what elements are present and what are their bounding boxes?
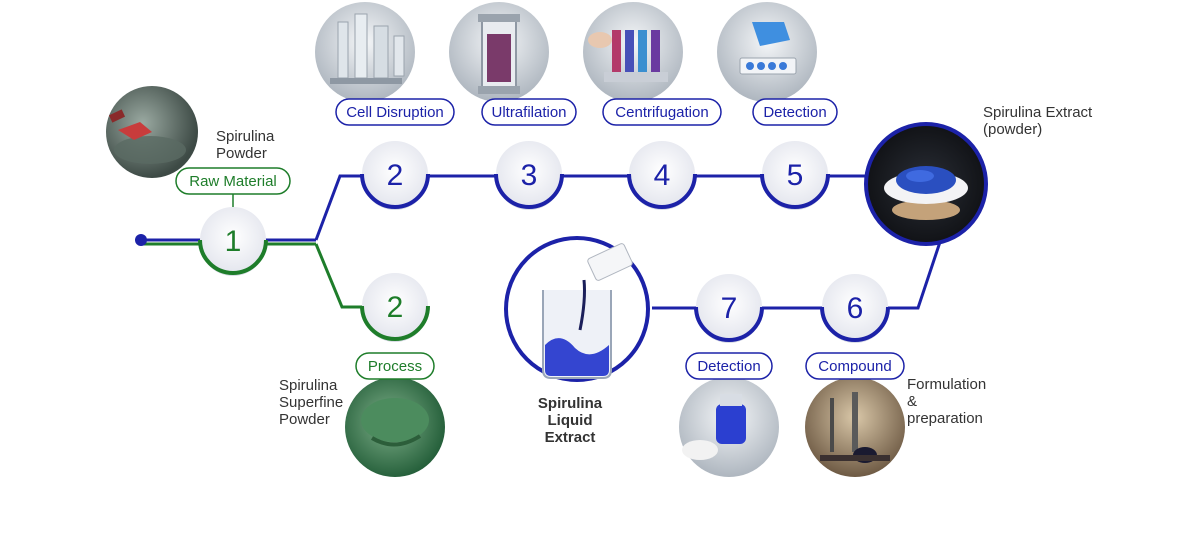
tag-detection-lower-border	[685, 352, 773, 380]
liquid-caption-line-2: Liquid	[548, 412, 593, 429]
step-node-3-disc	[496, 141, 562, 207]
step-node-5-disc	[762, 141, 828, 207]
step-node-7-disc	[696, 274, 762, 340]
tag-process: Process	[355, 352, 435, 380]
step-node-1-ring	[198, 239, 268, 275]
tags: Raw Material Cell Disruption Ultrafilation…	[175, 98, 905, 380]
tag-ultrafilation-label: Ultrafilation	[491, 104, 566, 121]
tag-raw-material: Raw Material	[175, 167, 291, 195]
lab-bench-photo-icon	[805, 377, 905, 477]
step-node-process-ring	[360, 305, 430, 341]
step-node-4-number: 4	[654, 159, 671, 192]
technician-bag-photo-icon	[679, 377, 779, 477]
tag-process-border	[355, 352, 435, 380]
tag-compound-label: Compound	[818, 358, 891, 375]
formulation-caption-line-2: &	[907, 393, 917, 410]
step-node-6-disc	[822, 274, 888, 340]
tag-ultrafilation: Ultrafilation	[481, 98, 577, 126]
raw-caption-line-1: Spirulina	[216, 128, 275, 145]
lower-route-line	[652, 241, 942, 310]
step-node-2-disc	[362, 141, 428, 207]
spirulina-powder-photo-icon	[106, 86, 198, 178]
tag-centrifugation: Centrifugation	[602, 98, 722, 126]
step-node-1-disc	[200, 207, 266, 273]
upper-route-line	[314, 174, 880, 241]
step-node-3-number: 3	[521, 159, 538, 192]
step-node-3-ring	[494, 173, 564, 209]
tag-detection: Detection	[752, 98, 838, 126]
step-node-6-number: 6	[847, 292, 864, 325]
tag-centrifugation-label: Centrifugation	[615, 104, 708, 121]
extract-caption-line-1: Spirulina Extract	[983, 104, 1093, 121]
step-node-6: 6	[820, 274, 890, 343]
green-caption-line-2: Superfine	[279, 394, 343, 411]
tag-detection-lower-label: Detection	[697, 358, 760, 375]
raw-caption-line-2: Powder	[216, 145, 267, 162]
tag-ultrafilation-border	[481, 98, 577, 126]
liquid-caption-line-1: Spirulina	[538, 395, 603, 412]
tag-compound: Compound	[805, 352, 905, 380]
test-tubes-photo-icon	[717, 2, 817, 102]
step-node-3: 3	[494, 141, 564, 210]
step-node-process: 2	[360, 273, 430, 342]
liquid-caption-line-3: Extract	[545, 429, 596, 446]
tag-detection-label: Detection	[763, 104, 826, 121]
step-node-4: 4	[627, 141, 697, 210]
tag-cell-disruption-label: Cell Disruption	[346, 104, 444, 121]
green-caption-line-3: Powder	[279, 411, 330, 428]
tag-detection-lower: Detection	[685, 352, 773, 380]
formulation-caption-line-3: preparation	[907, 410, 983, 427]
step-node-7-ring	[694, 306, 764, 342]
start-dot	[135, 234, 147, 246]
superfine-powder-photo-icon	[345, 377, 445, 477]
step-node-4-ring	[627, 173, 697, 209]
filtration-column-photo-icon	[449, 2, 549, 102]
step-node-2: 2	[360, 141, 430, 210]
centrifuge-tubes-photo-icon	[583, 2, 683, 102]
step-node-5-ring	[760, 173, 830, 209]
step-node-7-number: 7	[721, 292, 738, 325]
green-caption-line-1: Spirulina	[279, 377, 338, 394]
tag-compound-border	[805, 352, 905, 380]
lab-equipment-photo-icon	[315, 2, 415, 102]
tag-centrifugation-border	[602, 98, 722, 126]
tag-cell-disruption-border	[335, 98, 455, 126]
extract-caption-line-2: (powder)	[983, 121, 1042, 138]
step-node-2-ring	[360, 173, 430, 209]
tag-detection-border	[752, 98, 838, 126]
formulation-caption-line-1: Formulation	[907, 376, 986, 393]
step-node-5: 5	[760, 141, 830, 210]
tag-process-label: Process	[368, 358, 422, 375]
blue-powder-bowl-photo-icon	[864, 122, 988, 246]
tag-cell-disruption: Cell Disruption	[335, 98, 455, 126]
step-node-6-ring	[820, 306, 890, 342]
blue-liquid-beaker-photo-icon	[504, 236, 650, 382]
step-node-1-number: 1	[225, 225, 242, 258]
step-node-2-number: 2	[387, 159, 404, 192]
step-node-process-number: 2	[387, 291, 404, 324]
step-node-process-disc	[362, 273, 428, 339]
step-node-7: 7	[694, 274, 764, 343]
step-node-5-number: 5	[787, 159, 804, 192]
nodes: 1 2 3 4 5 2 6 7	[198, 141, 890, 343]
step-node-1: 1	[198, 207, 268, 276]
step-node-4-disc	[629, 141, 695, 207]
tag-raw-material-label: Raw Material	[189, 173, 277, 190]
